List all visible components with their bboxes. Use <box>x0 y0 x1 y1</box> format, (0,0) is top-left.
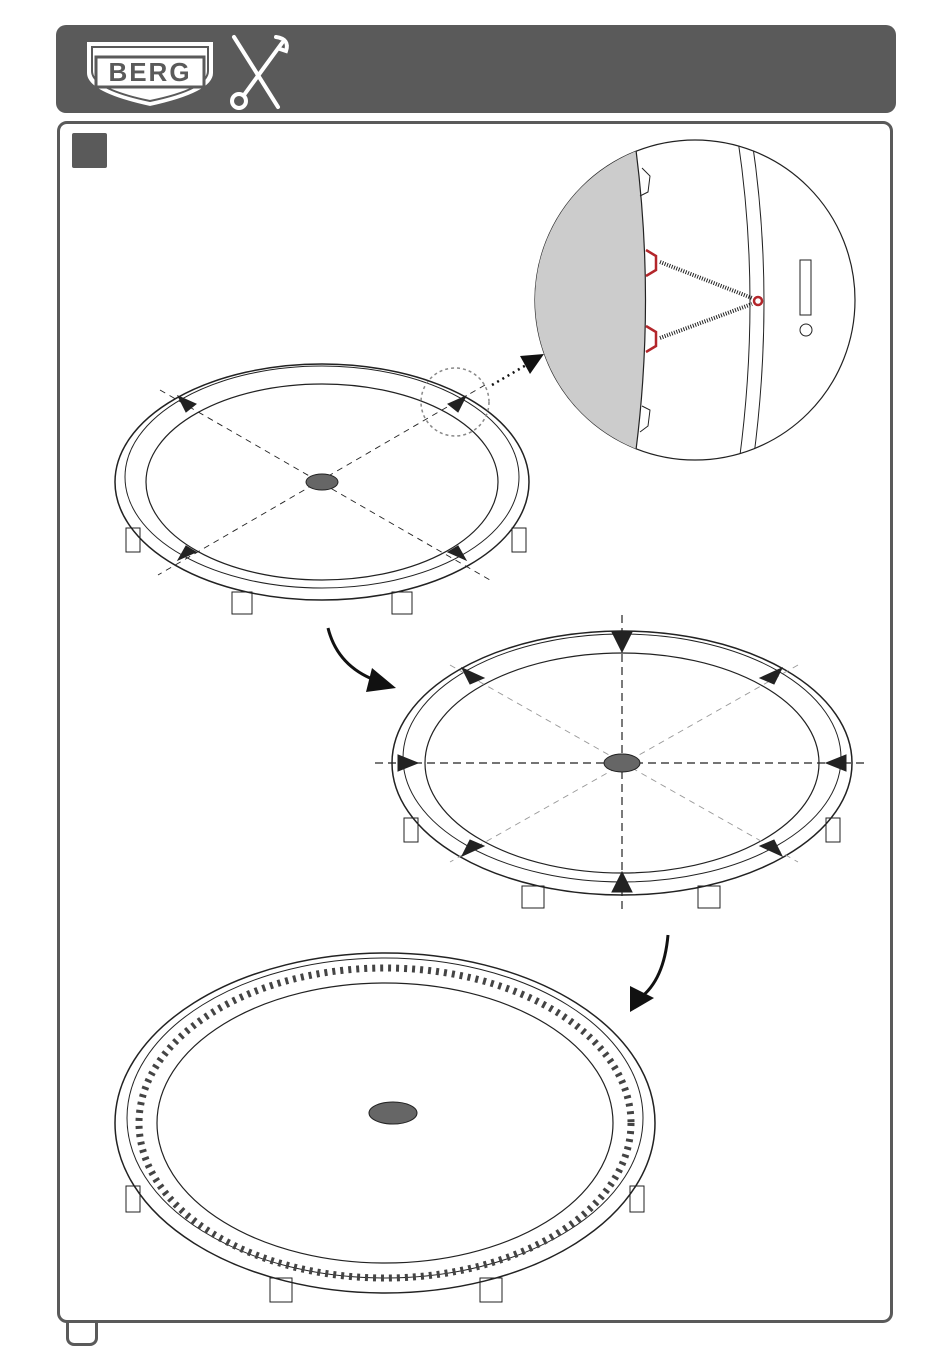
curved-arrow-icon <box>328 628 396 692</box>
trampoline-all-springs <box>115 953 655 1302</box>
dotted-arrow-icon <box>492 354 544 385</box>
spring-hook-detail <box>500 120 855 470</box>
trampoline-eight-springs <box>375 615 868 912</box>
trampoline-partial-springs <box>115 364 529 614</box>
curved-arrow-icon-2 <box>630 935 668 1012</box>
